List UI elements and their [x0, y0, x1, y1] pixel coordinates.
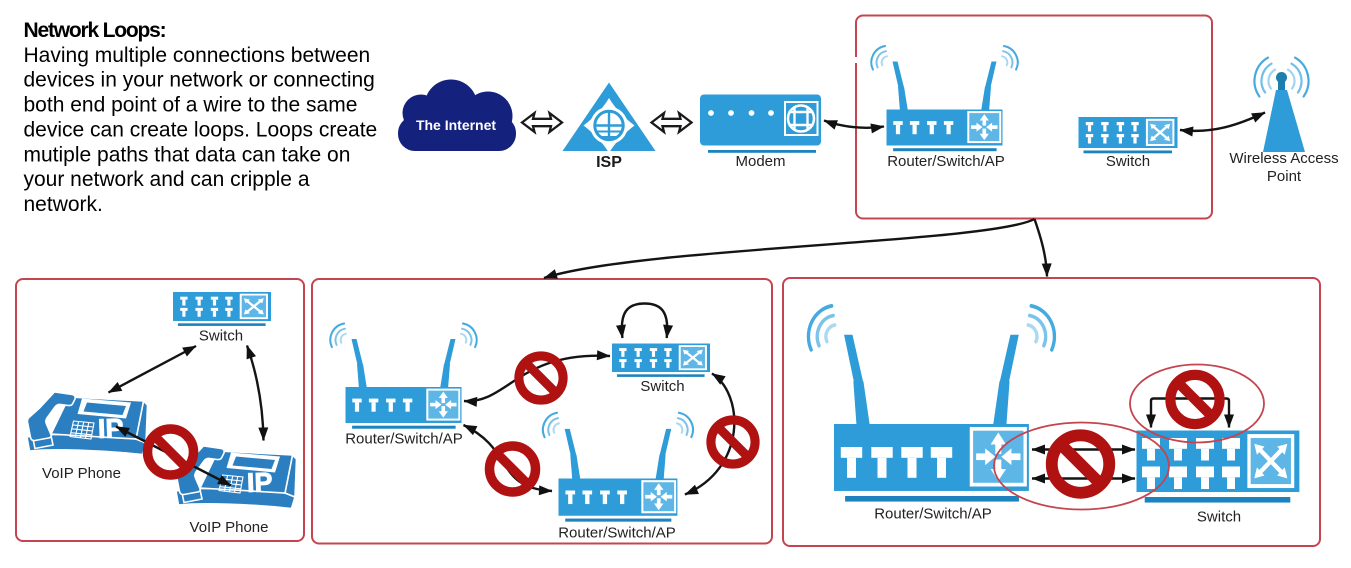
svg-text:both end point of a wire to th: both end point of a wire to the same — [24, 94, 358, 117]
svg-text:VoIP Phone: VoIP Phone — [190, 519, 269, 536]
svg-text:Switch: Switch — [1197, 509, 1241, 526]
svg-text:your network and can cripple a: your network and can cripple a — [24, 168, 310, 191]
svg-text:Wireless Access: Wireless Access — [1229, 150, 1338, 167]
svg-text:device can create loops. Loops: device can create loops. Loops create — [24, 118, 378, 141]
svg-text:Switch: Switch — [199, 328, 243, 345]
svg-text:devices in your network or con: devices in your network or connecting — [24, 69, 375, 92]
svg-text:Having multiple connections be: Having multiple connections between — [24, 44, 371, 67]
svg-text:Network Loops:: Network Loops: — [24, 19, 166, 42]
svg-text:Router/Switch/AP: Router/Switch/AP — [558, 525, 676, 542]
svg-text:mutiple paths that data can ta: mutiple paths that data can take on — [24, 143, 351, 166]
svg-text:Router/Switch/AP: Router/Switch/AP — [887, 153, 1005, 170]
svg-text:network.: network. — [24, 193, 103, 216]
svg-text:ISP: ISP — [596, 154, 622, 171]
svg-text:Point: Point — [1267, 168, 1302, 185]
svg-text:Switch: Switch — [640, 378, 684, 395]
svg-text:The Internet: The Internet — [416, 117, 496, 133]
svg-text:Switch: Switch — [1106, 153, 1150, 170]
svg-text:Router/Switch/AP: Router/Switch/AP — [345, 431, 463, 448]
svg-text:Router/Switch/AP: Router/Switch/AP — [874, 506, 992, 523]
svg-text:VoIP Phone: VoIP Phone — [42, 465, 121, 482]
svg-text:Modem: Modem — [735, 153, 785, 170]
